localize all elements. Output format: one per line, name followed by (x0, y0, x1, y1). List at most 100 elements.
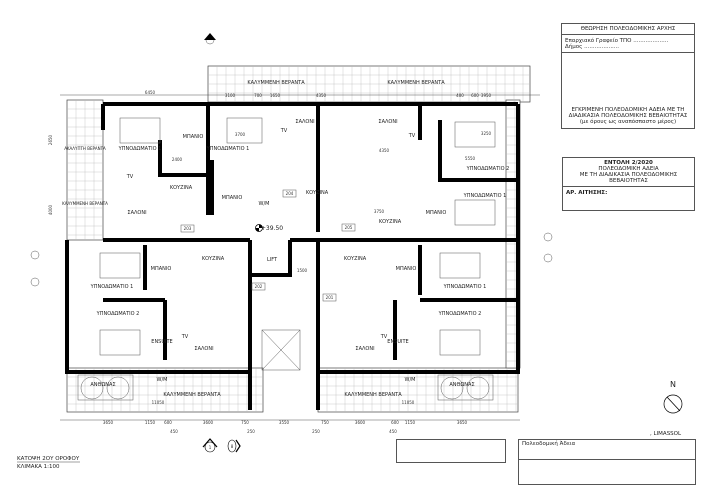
room-label: ΥΠΝΟΔΩΜΑΤΙΟ 2 (466, 166, 510, 172)
svg-text:1650: 1650 (270, 93, 281, 98)
svg-text:450: 450 (389, 429, 397, 434)
svg-text:600: 600 (164, 420, 172, 425)
directive-title: ΕΝΤΟΛΗ 2/2020 (604, 160, 653, 166)
room-label: ΜΠΑΝΙΟ (151, 266, 172, 272)
room-label: ΑΚΑΛΥΠΤΗ ΒΕΡΑΝΤΑ (64, 146, 106, 151)
drawing-title: ΚΑΤΟΨΗ 2ΟΥ ΟΡΟΦΟΥ (17, 456, 80, 462)
level-marker: +39.50 (255, 224, 283, 232)
permit-box: Πολεοδομική Άδεια (518, 439, 696, 485)
approval-text: (με όρους ως αναπόσπαστο μέρος) (579, 119, 677, 125)
panel-header: ΘΕΩΡΗΣΗ ΠΟΛΕΟΔΟΜΙΚΗΣ ΑΡΧΗΣ (562, 24, 694, 35)
walls (65, 102, 520, 410)
room-label: ENSUITE (151, 339, 172, 345)
svg-text:250: 250 (312, 429, 320, 434)
approval-text: ΔΙΑΔΙΚΑΣΙΑ ΠΟΛΕΟΔΟΜΙΚΗΣ ΒΕΒΑΙΟΤΗΤΑΣ (568, 113, 688, 119)
svg-text:3750: 3750 (374, 209, 385, 214)
svg-text:3700: 3700 (235, 132, 246, 137)
svg-text:250: 250 (247, 429, 255, 434)
room-label: ΣΑΛΟΝΙ (355, 346, 374, 352)
svg-text:3650: 3650 (103, 420, 114, 425)
tv-label: TV (181, 334, 189, 340)
room-label: ΥΠΝΟΔΩΜΑΤΙΟ 2 (438, 311, 482, 317)
svg-text:4000: 4000 (48, 204, 53, 215)
tile-grid (67, 66, 530, 412)
svg-text:1500: 1500 (297, 268, 308, 273)
room-label: ΚΑΛΥΜΜΕΝΗ ΒΕΡΑΝΤΑ (62, 201, 108, 206)
directive-text: ΒΕΒΑΙΟΤΗΤΑΣ (609, 178, 648, 184)
tv-label: TV (280, 128, 288, 134)
drawing-title-block: ΚΑΤΟΨΗ 2ΟΥ ΟΡΟΦΟΥ ΚΛΙΜΑΚΑ 1:100 (17, 456, 80, 470)
svg-text:2650: 2650 (48, 134, 53, 145)
office-field: Επαρχιακό Γραφείο ΤΠΟ ..................… (565, 38, 669, 44)
svg-text:3600: 3600 (203, 420, 214, 425)
room-label: ΥΠΝΟΔΩΜΑΤΙΟ 2 (96, 311, 140, 317)
apartment-number: 202 (255, 284, 263, 289)
level-mark: +39.50 (261, 225, 283, 232)
apartment-number: 203 (184, 226, 192, 231)
room-label: ΣΑΛΟΝΙ (378, 119, 397, 125)
room-label: ΜΠΑΝΙΟ (183, 134, 204, 140)
dimension-labels: 6450 3100 700 1650 4350 400 600 3950 365… (48, 90, 492, 434)
room-label: ΑΝΘΩΝΑΣ (90, 382, 115, 388)
section-markers: 1 8 (30, 33, 553, 453)
svg-text:11050: 11050 (152, 400, 165, 405)
tv-label: TV (380, 334, 388, 340)
svg-text:750: 750 (321, 420, 329, 425)
room-label: ΚΟΥΖΙΝΑ (202, 256, 225, 262)
section-marker-icon (204, 441, 216, 453)
section-mark: 1 (209, 445, 212, 450)
svg-text:3600: 3600 (355, 420, 366, 425)
section-mark: 8 (231, 444, 234, 449)
directive-text: ΜΕ ΤΗ ΔΙΑΔΙΚΑΣΙΑ ΠΟΛΕΟΔΟΜΙΚΗΣ (579, 172, 678, 178)
apartment-number: 205 (345, 225, 353, 230)
room-label: ΚΑΛΥΜΜΕΝΗ ΒΕΡΑΝΤΑ (247, 80, 305, 86)
room-label: W/M (405, 377, 416, 383)
room-label: ΣΑΛΟΝΙ (127, 210, 146, 216)
svg-text:600: 600 (391, 420, 399, 425)
section-arrow-icon (204, 33, 216, 40)
svg-text:1150: 1150 (145, 420, 156, 425)
svg-text:700: 700 (254, 93, 262, 98)
room-label: ΥΠΝΟΔΩΜΑΤΙΟ 1 (463, 193, 507, 199)
permit-label: Πολεοδομική Άδεια (519, 440, 695, 460)
room-label: ΥΠΝΟΔΩΜΑΤΙΟ 1 (118, 146, 162, 152)
room-labels: ΚΑΛΥΜΜΕΝΗ ΒΕΡΑΝΤΑ ΚΑΛΥΜΜΕΝΗ ΒΕΡΑΝΤΑ ΑΚΑΛ… (62, 80, 509, 398)
tv-label: TV (126, 174, 134, 180)
municipality-field: Δήμος .................... (562, 44, 694, 53)
svg-text:3250: 3250 (481, 131, 492, 136)
blank-stamp-box (396, 439, 506, 463)
svg-text:750: 750 (241, 420, 249, 425)
room-label: LIFT (267, 257, 278, 263)
drawing-scale: ΚΛΙΜΑΚΑ 1:100 (17, 464, 60, 470)
tv-label: TV (408, 133, 416, 139)
location-text: , LIMASSOL (650, 431, 682, 437)
room-label: ΚΑΛΥΜΜΕΝΗ ΒΕΡΑΝΤΑ (344, 392, 402, 398)
svg-text:3550: 3550 (279, 420, 290, 425)
approval-text: ΕΓΚΡΙΜΕΝΗ ΠΟΛΕΟΔΟΜΙΚΗ ΑΔΕΙΑ ΜΕ ΤΗ (571, 107, 685, 113)
svg-text:11050: 11050 (402, 400, 415, 405)
apartment-number: 204 (286, 191, 294, 196)
room-label: ΚΟΥΖΙΝΑ (379, 219, 402, 225)
section-marker-icon (227, 439, 237, 453)
room-label: ΜΠΑΝΙΟ (396, 266, 417, 272)
svg-text:3650: 3650 (457, 420, 468, 425)
inner-lines (60, 94, 540, 421)
svg-text:2400: 2400 (172, 157, 183, 162)
room-label: W/M (157, 377, 168, 383)
svg-text:4350: 4350 (316, 93, 327, 98)
svg-text:400: 400 (456, 93, 464, 98)
room-label: ΚΑΛΥΜΜΕΝΗ ΒΕΡΑΝΤΑ (387, 80, 445, 86)
svg-text:6450: 6450 (145, 90, 156, 95)
svg-text:3100: 3100 (225, 93, 236, 98)
room-label: ENSUITE (387, 339, 408, 345)
room-label: ΚΟΥΖΙΝΑ (344, 256, 367, 262)
apartment-number: 201 (326, 295, 334, 300)
svg-text:4350: 4350 (379, 148, 390, 153)
planning-authority-panel: ΘΕΩΡΗΣΗ ΠΟΛΕΟΔΟΜΙΚΗΣ ΑΡΧΗΣ Επαρχιακό Γρα… (561, 23, 695, 129)
room-label: ΥΠΝΟΔΩΜΑΤΙΟ 1 (443, 284, 487, 290)
svg-text:450: 450 (170, 429, 178, 434)
apartment-numbers: 203 204 205 202 201 (180, 189, 356, 302)
directive-panel: ΕΝΤΟΛΗ 2/2020 ΠΟΛΕΟΔΟΜΙΚΗ ΑΔΕΙΑ ΜΕ ΤΗ ΔΙ… (562, 157, 695, 211)
room-label: ΥΠΝΟΔΩΜΑΤΙΟ 1 (90, 284, 134, 290)
